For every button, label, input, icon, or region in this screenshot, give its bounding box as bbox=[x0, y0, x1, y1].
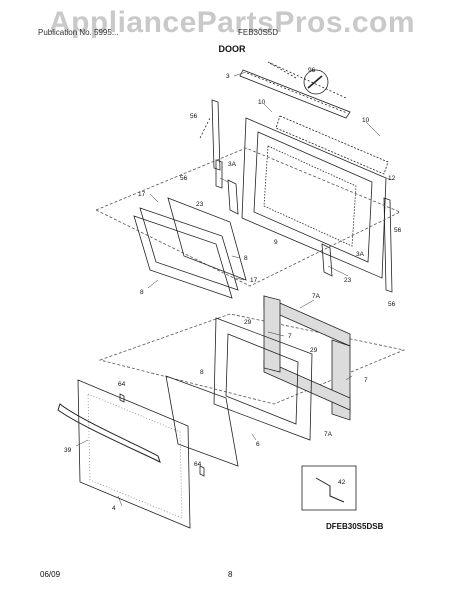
part-label: 17 bbox=[250, 277, 258, 284]
left-side-bracket-part bbox=[199, 99, 223, 189]
outer-door-panel-part bbox=[77, 379, 191, 529]
model-code: DFEB30S5DSB bbox=[326, 522, 384, 531]
window-glass-panel-part bbox=[133, 197, 247, 299]
part-label: 96 bbox=[308, 67, 316, 74]
upper-assembly-guide bbox=[95, 147, 401, 287]
door-clip-part-lower bbox=[199, 465, 205, 477]
door-hinge-part bbox=[227, 179, 333, 277]
leader-lines bbox=[75, 71, 393, 507]
footer-page-number: 8 bbox=[228, 570, 233, 579]
part-label: 56 bbox=[388, 301, 396, 308]
part-label: 6 bbox=[256, 441, 260, 448]
part-label: 23 bbox=[344, 277, 352, 284]
header-publication-text: Publication No. 5995... bbox=[38, 28, 119, 37]
part-label: 7A bbox=[312, 293, 321, 300]
part-label: 8 bbox=[200, 369, 204, 376]
right-side-bracket-part bbox=[383, 197, 393, 293]
part-label: 7 bbox=[364, 377, 368, 384]
part-label: 10 bbox=[362, 117, 370, 124]
part-label: 4 bbox=[112, 505, 116, 512]
page-title: DOOR bbox=[218, 44, 246, 54]
part-label: 42 bbox=[338, 479, 346, 486]
part-label: 23 bbox=[196, 201, 204, 208]
part-label: 29 bbox=[310, 347, 318, 354]
part-label: 56 bbox=[394, 227, 402, 234]
door-insulation-part bbox=[263, 295, 351, 421]
door-liner-frame-part bbox=[213, 317, 313, 441]
part-label: 29 bbox=[244, 319, 252, 326]
part-label: 3A bbox=[228, 161, 237, 168]
part-label: 17 bbox=[138, 191, 146, 198]
door-top-trim-part bbox=[239, 69, 351, 119]
part-number-labels: 3 96 10 10 56 3A 56 12 23 17 56 9 3A 8 1… bbox=[64, 67, 402, 512]
watermark: AppliancePartsPros.com bbox=[48, 6, 416, 39]
part-label: 3A bbox=[356, 251, 365, 258]
part-label: 10 bbox=[258, 99, 266, 106]
door-handle-part bbox=[57, 403, 161, 463]
part-label: 8 bbox=[140, 289, 144, 296]
screw-callout-circle bbox=[267, 61, 347, 99]
inner-glass-pane-part bbox=[165, 375, 239, 467]
part-label: 39 bbox=[64, 447, 72, 454]
part-label: 7A bbox=[324, 431, 333, 438]
part-label: 7 bbox=[288, 333, 292, 340]
part-label: 64 bbox=[194, 461, 202, 468]
header-model-text: FEB30S5D bbox=[238, 28, 279, 37]
inner-door-panel-part bbox=[241, 115, 389, 279]
part-label: 3 bbox=[226, 73, 230, 80]
part-label: 56 bbox=[180, 175, 188, 182]
part-label: 8 bbox=[244, 255, 248, 262]
lower-assembly-guide bbox=[98, 313, 406, 405]
door-clip-part bbox=[119, 393, 125, 403]
part-label: 9 bbox=[274, 239, 278, 246]
part-label: 56 bbox=[190, 113, 198, 120]
part-42-inset-box bbox=[301, 465, 357, 511]
footer-date: 06/09 bbox=[40, 570, 61, 579]
part-label: 64 bbox=[118, 381, 126, 388]
part-label: 12 bbox=[388, 175, 396, 182]
